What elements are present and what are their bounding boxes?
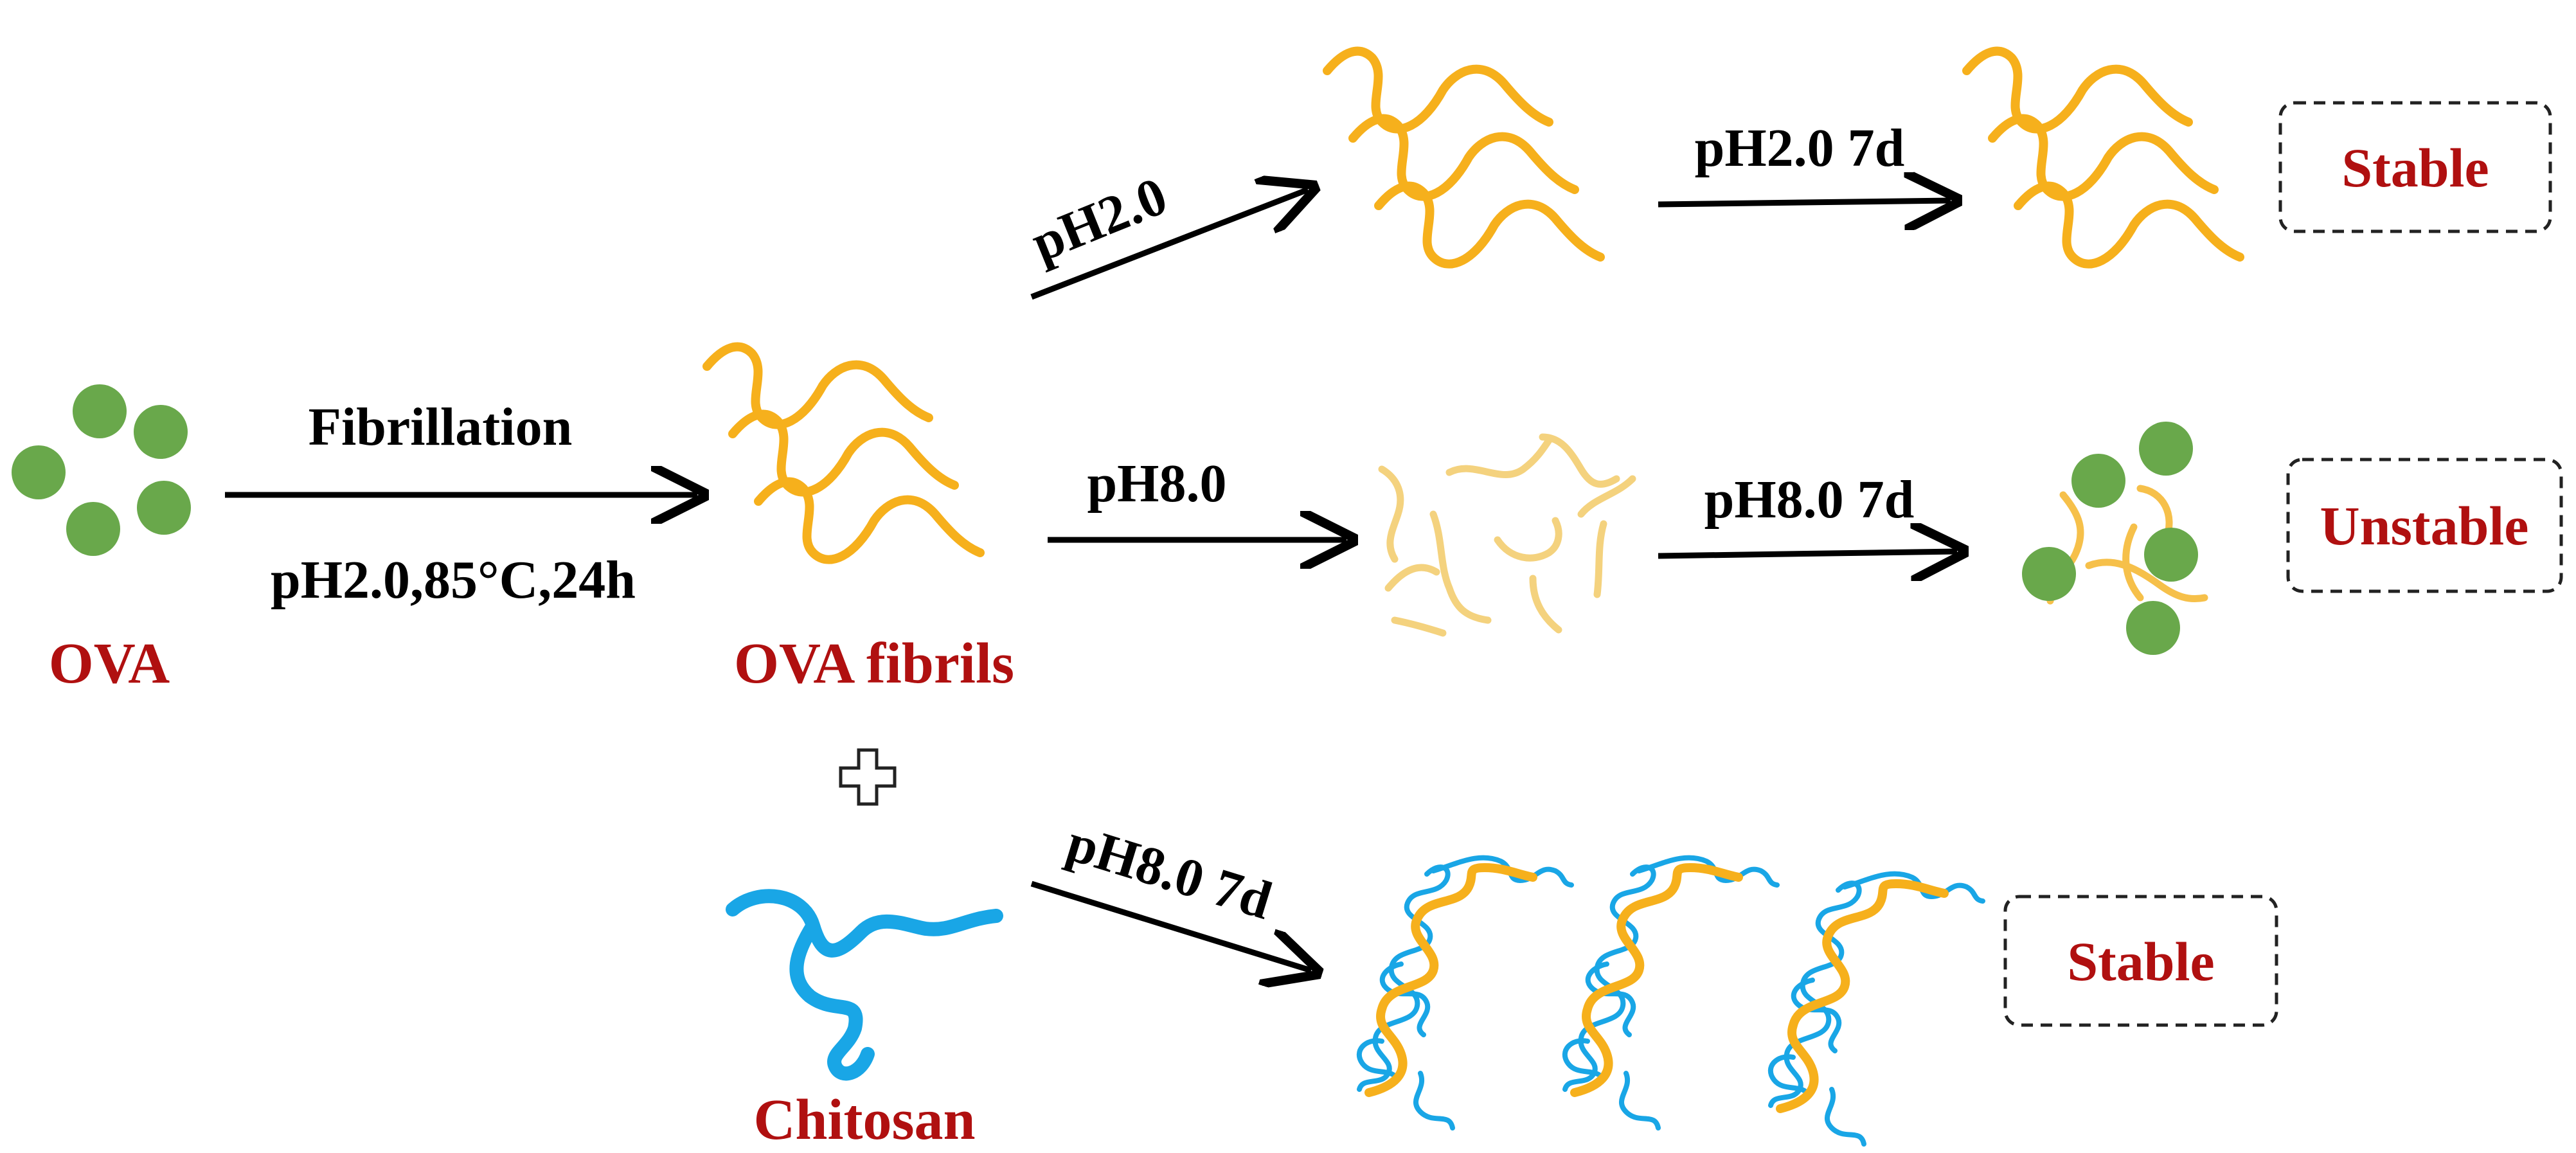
ova-label: OVA: [49, 632, 170, 695]
ph2-fibrils: [1327, 51, 1600, 264]
ph8-7d-bottom-arrow: [1030, 880, 1311, 970]
globule: [73, 384, 127, 438]
globule: [134, 405, 188, 459]
chitosan-chain: [726, 889, 1003, 1081]
status-box-middle: [2286, 458, 2563, 593]
status-top: Stable: [2341, 137, 2489, 199]
ph2-7d-arrow: [1658, 201, 1951, 204]
ova-fibrils-label: OVA fibrils: [734, 632, 1014, 695]
chitosan-label: Chitosan: [753, 1088, 975, 1152]
globule: [66, 502, 120, 556]
status-middle: Unstable: [2320, 495, 2529, 557]
complex-2: [1565, 858, 1777, 1128]
ph2-label: pH2.0: [1023, 166, 1175, 274]
ph8-7d-arrow: [1658, 551, 1957, 556]
status-box-bottom: [2003, 895, 2278, 1027]
ph8-7d-top-label: pH8.0 7d: [1704, 470, 1915, 530]
status-bottom: Stable: [2067, 931, 2214, 992]
complex-1: [1359, 858, 1571, 1128]
ova-fibrils: [707, 347, 980, 560]
ph2-arrow: [1030, 190, 1308, 300]
ph8-label: pH8.0: [1087, 454, 1226, 514]
globule: [137, 481, 191, 535]
complex-3: [1771, 874, 1983, 1144]
fibrillation-label: Fibrillation: [309, 397, 573, 457]
conditions-label: pH2.0,85°C,24h: [271, 550, 636, 610]
globule: [12, 445, 66, 499]
ova-globules: [12, 384, 191, 556]
ph8-7d-bottom-label: pH8.0 7d: [1060, 812, 1278, 931]
plus-icon: [839, 748, 897, 806]
status-box-top: [2278, 101, 2552, 233]
ph2-7d-label: pH2.0 7d: [1695, 118, 1905, 178]
aggregated-globules: [2022, 422, 2208, 655]
fibril-fragments: [1378, 433, 1636, 637]
ph2-7d-fibrils: [1967, 51, 2240, 264]
